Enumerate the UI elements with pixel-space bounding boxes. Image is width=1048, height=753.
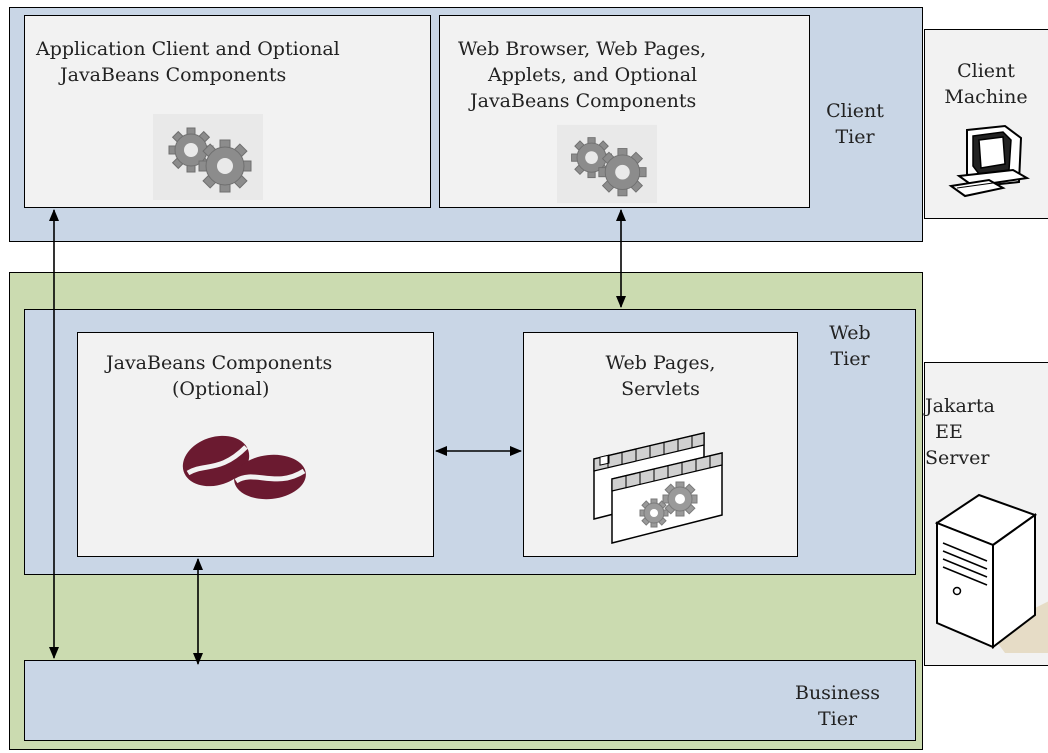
javabeans-line1: JavaBeans Components [106,352,333,374]
coffee-beans-icon [182,435,306,500]
client-tier-label: Client Tier [820,98,890,150]
desktop-computer-icon [948,124,1031,198]
client-machine-line1: Client [957,60,1015,82]
web-tier-label-line2: Tier [830,348,870,370]
business-tier-label-line2: Tier [817,708,858,730]
tower-server-icon [934,493,1048,653]
web-pages-servlets-box: Web Pages, Servlets [523,332,798,557]
client-tier-label-line1: Client [826,100,884,122]
web-pages-line2: Servlets [621,378,700,400]
app-client-line1: Application Client and Optional [36,38,340,60]
web-pages-line1: Web Pages, [605,352,716,374]
app-client-line2: JavaBeans Components [60,64,287,86]
application-client-box: Application Client and Optional JavaBean… [24,15,431,208]
server-line3: Server [925,447,990,469]
gears-icon [557,124,657,204]
web-tier-label-line1: Web [829,322,871,344]
web-pages-gears-icon [593,432,723,544]
web-browser-line3: JavaBeans Components [470,90,697,112]
web-browser-line2: Applets, and Optional [488,64,698,86]
server-line2: EE [935,421,963,443]
client-machine-box: Client Machine [924,29,1048,219]
web-browser-line1: Web Browser, Web Pages, [458,38,707,60]
gears-icon [153,114,263,200]
client-tier-label-line2: Tier [835,126,875,148]
client-machine-line2: Machine [944,86,1028,108]
business-tier-label-line1: Business [794,682,880,704]
web-tier-label: Web Tier [815,320,885,372]
javabeans-box: JavaBeans Components (Optional) [77,332,434,557]
business-tier-label: Business Tier [780,680,895,732]
javabeans-line2: (Optional) [172,378,270,400]
jakarta-ee-server-box: Jakarta EE Server [924,362,1048,666]
business-tier-region [24,660,916,741]
web-browser-box: Web Browser, Web Pages, Applets, and Opt… [439,15,810,208]
